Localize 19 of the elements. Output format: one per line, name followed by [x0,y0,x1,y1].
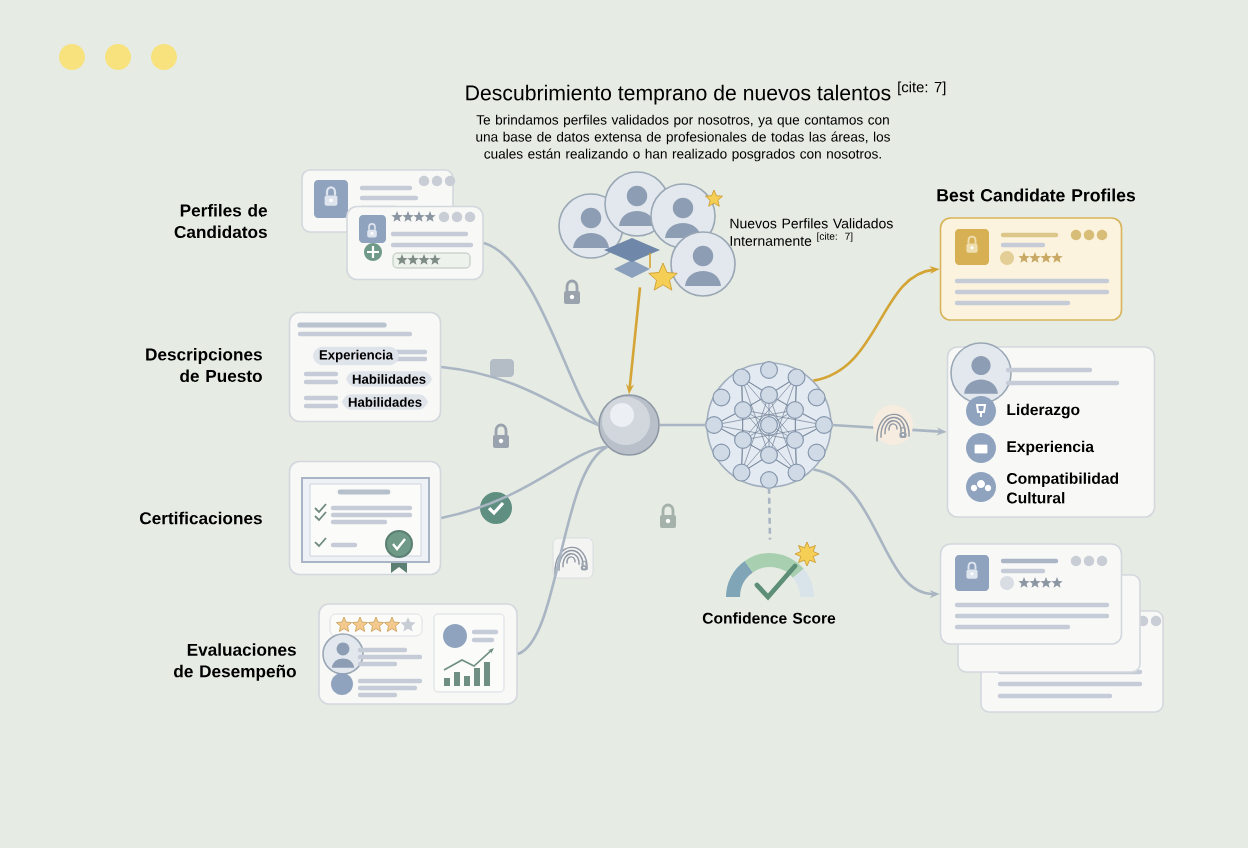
sphere [598,394,660,456]
category-label: Certificaciones [140,511,262,525]
connector-line [441,445,608,520]
connector-line [483,241,600,426]
section-heading: Best Candidate Profiles [937,188,1135,202]
skill-tag: Habilidades [341,394,429,410]
score-label: Confidence Score [702,612,836,624]
category-label: Perfiles de Candidatos [174,203,267,239]
neural-network-drawing [705,361,833,489]
connector-line [441,365,599,427]
skill-tag: Habilidades [345,371,433,387]
connector-line [767,487,772,540]
connector-line [517,445,609,656]
title: Descubrimiento temprano de nuevos talentos $^{[cite: 7]}$ [466,81,946,105]
category-label: Descripciones de Puesto [146,347,262,383]
category-label: Nuevos Perfiles Validados Internamente $^{[cite: 7]}$ [730,218,893,246]
candidate-card [939,543,1164,713]
category-label: Evaluaciones de Desempeño [174,643,296,681]
connector-line [659,423,707,427]
